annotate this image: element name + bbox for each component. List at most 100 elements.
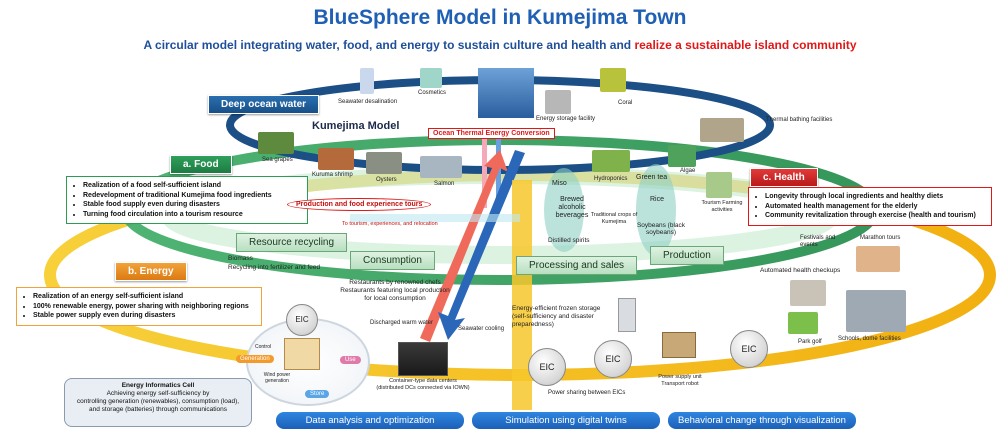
shrimp-image	[318, 148, 354, 170]
festivals-text: Festivals and events	[800, 235, 836, 248]
cosmetics-text: Cosmetics	[418, 90, 447, 96]
frozen-storage-line: Energy-efficient frozen storage	[512, 305, 601, 312]
green-tea-text: Green tea	[636, 174, 668, 181]
oysters-text: Oysters	[376, 177, 397, 183]
health-goal-item: Longevity through local ingredients and …	[765, 192, 985, 202]
farming-image	[706, 172, 732, 198]
robot-text: Power supply unit Transport robot	[650, 374, 710, 387]
energy-goal-item: 100% renewable energy, power sharing wit…	[33, 302, 255, 312]
coral-image	[600, 68, 626, 92]
health-goal-item: Community revitalization through exercis…	[765, 211, 985, 221]
marathon-text: Marathon tours	[860, 235, 901, 241]
cold-water-arrow	[438, 150, 525, 340]
dome-image	[846, 290, 906, 332]
cosmetics-image	[420, 68, 442, 88]
discharged-water-text: Discharged warm water	[370, 320, 434, 326]
subtitle-highlight: realize a sustainable island community	[634, 38, 857, 52]
eic-node: EIC	[528, 348, 566, 386]
biomass-text: Biomass	[228, 255, 253, 262]
simulation-button[interactable]: Simulation using digital twins	[472, 412, 660, 429]
house-image	[284, 338, 320, 370]
desalination-image	[360, 68, 374, 94]
restaurants-line: for local consumption	[364, 295, 426, 302]
oysters-image	[366, 152, 402, 174]
eic-cell-line: controlling generation (renewables), con…	[76, 398, 240, 405]
power-sharing-text: Power sharing between EICs	[548, 390, 626, 396]
salmon-text: Salmon	[434, 181, 455, 187]
algae-text: Algae	[680, 168, 696, 174]
schools-dome-text: Schools, dome facilities	[838, 336, 901, 342]
processing-sales-label: Processing and sales	[516, 256, 638, 275]
sea-grapes-text: Sea grapes	[262, 157, 293, 163]
checkup-image	[790, 280, 826, 306]
miso-text: Miso	[552, 180, 567, 187]
brewed-text: Brewed alcoholic beverages	[555, 196, 589, 219]
seawater-desalination-text: Seawater desalination	[338, 99, 398, 105]
restaurants-line: Restaurants by renowned chefs	[349, 279, 441, 286]
health-checkups-text: Automated health checkups	[760, 267, 841, 274]
robot-line: Transport robot	[661, 380, 699, 387]
behavioral-change-button[interactable]: Behavioral change through visualization	[668, 412, 856, 429]
energy-label: b. Energy	[115, 262, 187, 281]
food-goal-item: Redevelopment of traditional Kumejima fo…	[83, 191, 301, 201]
food-goal-item: Turning food circulation into a tourism …	[83, 210, 301, 220]
frozen-storage-line: (self-sufficiency and disaster	[512, 313, 594, 320]
health-goals-box: Longevity through local ingredients and …	[748, 187, 992, 226]
otec-plant-image	[478, 68, 534, 118]
warm-water-arrow	[420, 150, 508, 342]
otec-label: Ocean Thermal Energy Conversion	[428, 128, 555, 139]
consumption-label: Consumption	[350, 251, 435, 270]
energy-storage-text: Energy storage facility	[536, 116, 596, 122]
eic-cell-line: Achieving energy self-sufficiency by	[106, 390, 210, 397]
production-label: Production	[650, 246, 724, 265]
coral-text: Coral	[618, 100, 633, 106]
thermal-bathing-text: Thermal bathing facilities	[766, 117, 833, 123]
park-golf-text: Park golf	[798, 339, 822, 345]
tourism-farming-text: Tourism Farming activities	[701, 200, 743, 213]
salmon-image	[420, 156, 462, 178]
resource-recycling-label: Resource recycling	[236, 233, 348, 252]
algae-image	[668, 145, 696, 167]
store-badge: Store	[305, 390, 330, 398]
food-goal-item: Stable food supply even during disasters	[83, 200, 301, 210]
storage-facility-image	[545, 90, 571, 114]
rice-text: Rice	[650, 196, 665, 203]
eic-description-box: Energy Informatics Cell Achieving energy…	[64, 378, 252, 427]
container-dc-line: Container-type data centers	[389, 378, 457, 384]
energy-goal-item: Stable power supply even during disaster…	[33, 311, 255, 321]
frozen-storage-text: Energy-efficient frozen storage (self-su…	[512, 305, 600, 329]
eic-cell-line: and storage (batteries) through communic…	[88, 406, 228, 413]
food-label: a. Food	[170, 155, 232, 174]
food-goals-box: Realization of a food self-sufficient is…	[66, 176, 308, 224]
to-tourism-text: To tourism, experiences, and relocation	[342, 221, 438, 227]
soybeans-text: Soybeans (black soybeans)	[636, 222, 686, 236]
restaurants-line: Restaurants featuring local production	[340, 287, 450, 294]
hydroponics-text: Hydroponics	[594, 176, 628, 182]
thermal-bathing-image	[700, 118, 744, 142]
health-label: c. Health	[750, 168, 818, 187]
data-analysis-button[interactable]: Data analysis and optimization	[276, 412, 464, 429]
page-title: BlueSphere Model in Kumejima Town	[313, 6, 687, 29]
eic-node: EIC	[594, 340, 632, 378]
model-name: Kumejima Model	[312, 120, 400, 132]
freezer-image	[618, 298, 636, 332]
transport-robot-image	[662, 332, 696, 358]
park-golf-image	[788, 312, 818, 334]
seawater-cooling-text: Seawater cooling	[458, 326, 505, 332]
deep-ocean-water-label: Deep ocean water	[208, 95, 320, 114]
kuruma-shrimp-text: Kuruma shrimp	[312, 172, 353, 178]
recycling-text: Recycling into fertilizer and feed	[228, 264, 321, 271]
robot-line: Power supply unit	[658, 374, 702, 380]
energy-goals-box: Realization of an energy self-sufficient…	[16, 287, 262, 326]
use-badge: Use	[340, 356, 361, 364]
food-goal-item: Realization of a food self-sufficient is…	[83, 181, 301, 191]
control-text: Control	[255, 344, 272, 350]
restaurants-text: Restaurants by renowned chefs Restaurant…	[330, 279, 460, 303]
eic-node: EIC	[730, 330, 768, 368]
subtitle-main: A circular model integrating water, food…	[143, 38, 635, 52]
production-tours-label: Production and food experience tours	[287, 198, 432, 211]
energy-goal-item: Realization of an energy self-sufficient…	[33, 292, 255, 302]
marathon-image	[856, 246, 900, 272]
generation-badge: Generation	[236, 355, 274, 363]
